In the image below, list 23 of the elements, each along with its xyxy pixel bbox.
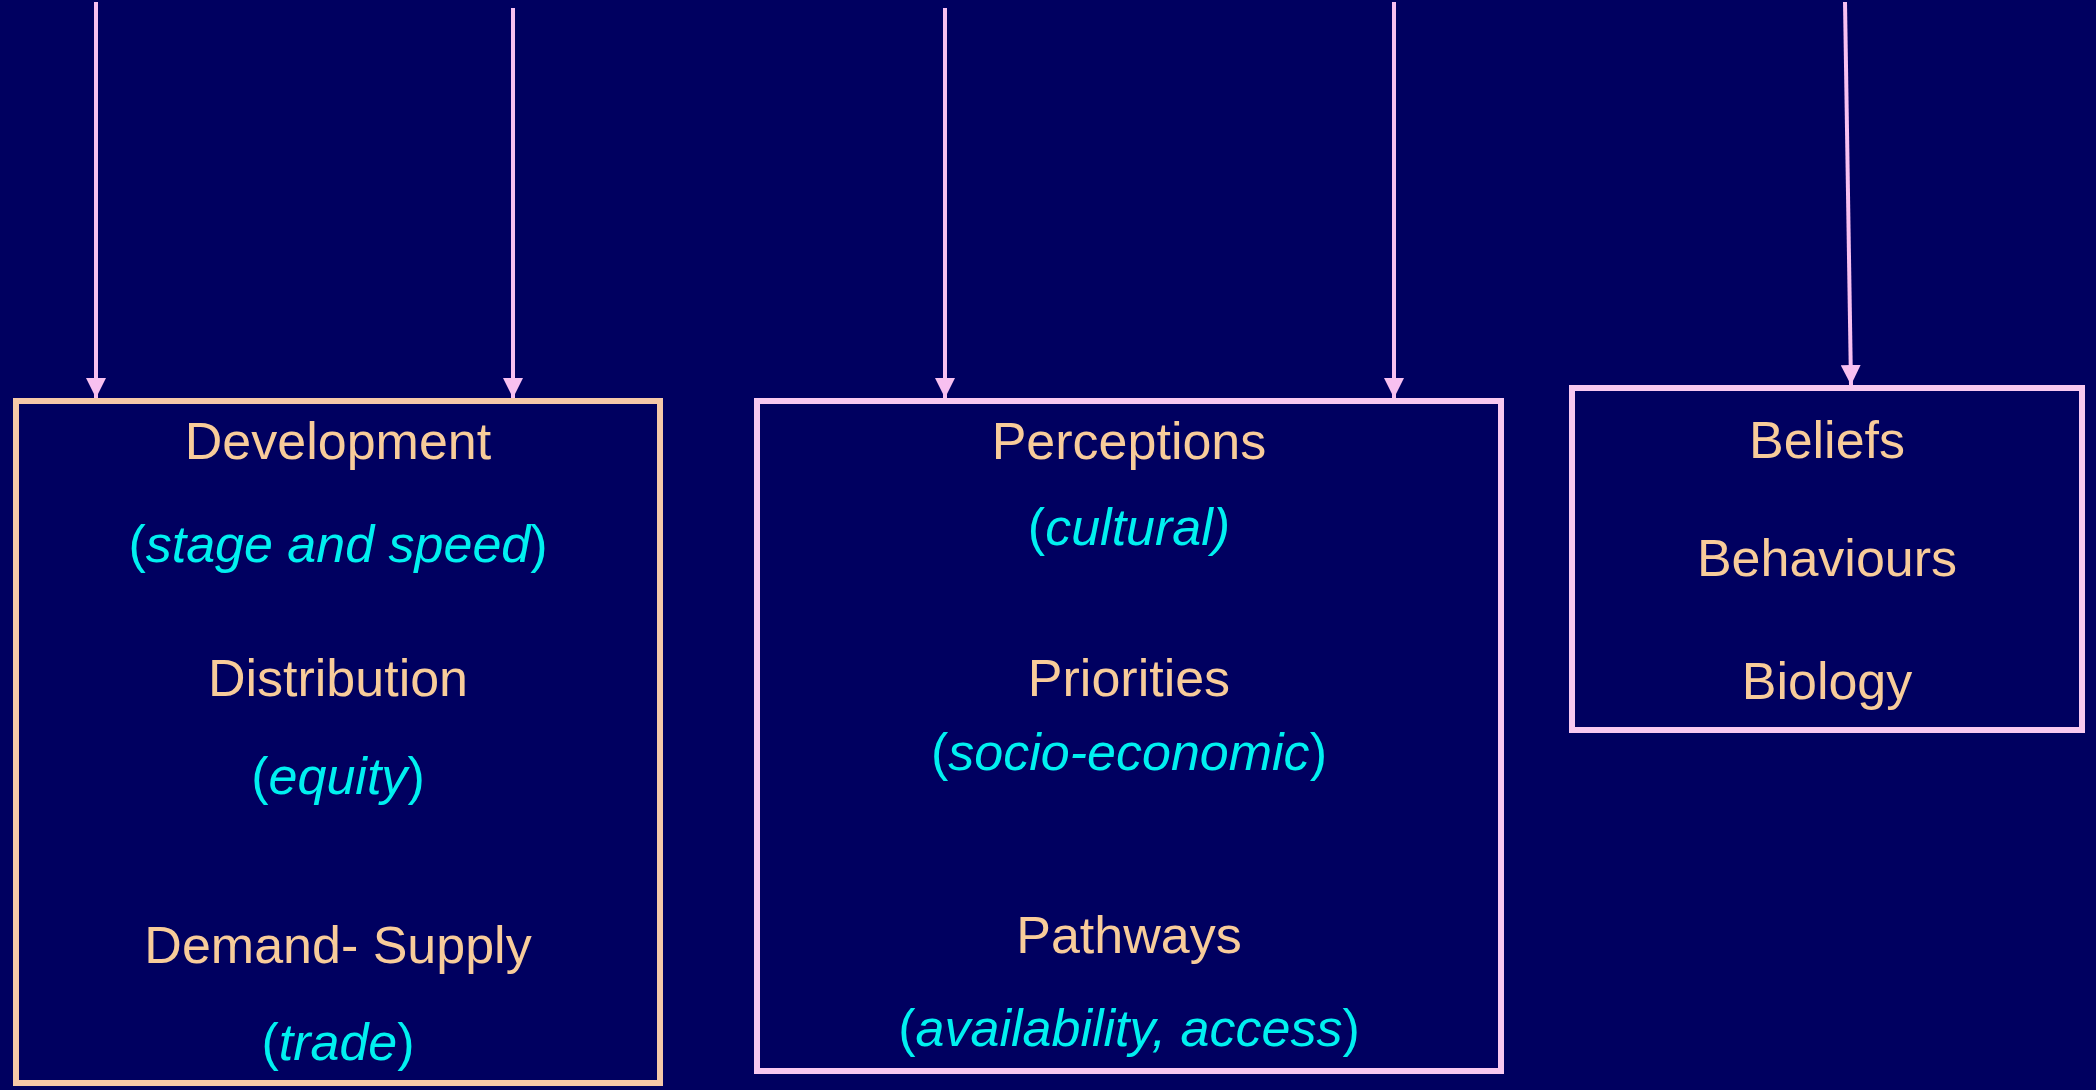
subtitle-text: (equity) [251,746,425,806]
text-box [754,398,1504,1074]
heading-text: Beliefs [1748,410,1906,470]
subtitle-text: (cultural) [1027,497,1231,557]
subtitle-text: (availability, access) [898,998,1360,1058]
subtitle-text: (stage and speed) [128,514,548,574]
heading-text: Demand- Supply [144,915,532,975]
arrow [1384,2,1404,398]
arrow [86,2,106,398]
heading-text: Priorities [1027,648,1231,708]
arrow [503,8,523,398]
heading-text: Development [184,411,492,471]
heading-text: Distribution [207,648,469,708]
text-box [13,398,663,1086]
heading-text: Behaviours [1696,528,1958,588]
arrow [935,8,955,398]
subtitle-text: (socio-economic) [931,722,1327,782]
heading-text: Perceptions [991,411,1267,471]
heading-text: Biology [1741,651,1913,711]
text-box [1569,385,2085,733]
subtitle-text: (trade) [261,1012,415,1072]
arrow [1840,1,1861,386]
heading-text: Pathways [1016,905,1242,965]
